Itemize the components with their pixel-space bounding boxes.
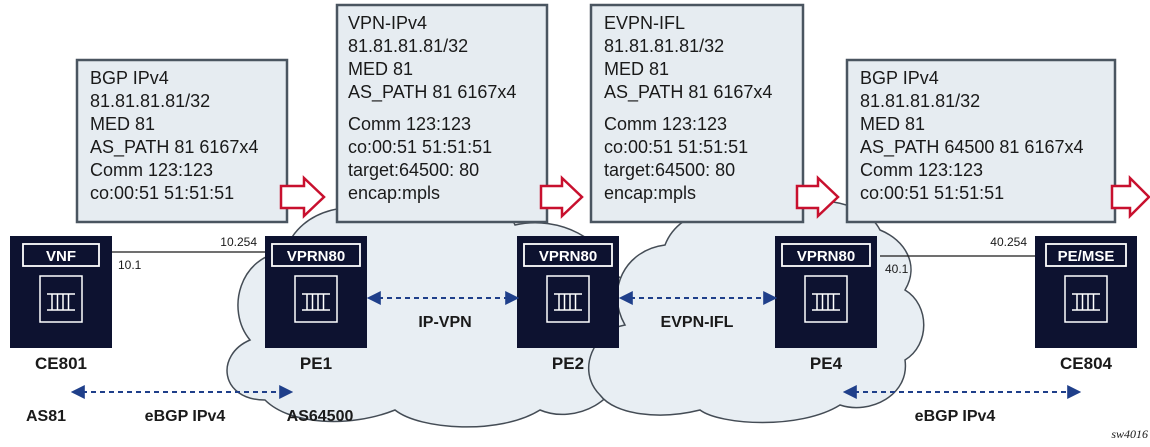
route-box-2 bbox=[335, 3, 549, 224]
node-pe2-name: PE2 bbox=[552, 354, 584, 373]
node-pe4-name: PE4 bbox=[810, 354, 843, 373]
box2-line-3: MED 81 bbox=[348, 59, 413, 79]
node-ce801-tag-label: VNF bbox=[46, 248, 76, 265]
box1-line-4: AS_PATH 81 6167x4 bbox=[90, 137, 258, 158]
route-box-4-text: BGP IPv4 81.81.81.81/32 MED 81 AS_PATH 6… bbox=[860, 68, 1084, 203]
box3-line-1: EVPN-IFL bbox=[604, 13, 685, 33]
flow-arrow-2-icon bbox=[539, 175, 584, 219]
route-box-4 bbox=[845, 58, 1117, 224]
box3-line-3: MED 81 bbox=[604, 59, 669, 79]
box3-line-8: encap:mpls bbox=[604, 183, 696, 203]
box3-line-5: Comm 123:123 bbox=[604, 114, 727, 134]
box3-line-4: AS_PATH 81 6167x4 bbox=[604, 82, 772, 103]
box4-line-2: 81.81.81.81/32 bbox=[860, 91, 980, 111]
node-ce804: PE/MSE bbox=[1035, 236, 1137, 348]
box4-line-1: BGP IPv4 bbox=[860, 68, 939, 88]
session-ebgp-right-label: eBGP IPv4 bbox=[915, 408, 996, 425]
box2-line-4: AS_PATH 81 6167x4 bbox=[348, 82, 516, 103]
node-pe2: VPRN80 bbox=[517, 236, 619, 348]
node-ce801-tag bbox=[22, 243, 100, 267]
box3-line-6: co:00:51 51:51:51 bbox=[604, 137, 748, 157]
box3-line-7: target:64500: 80 bbox=[604, 160, 735, 180]
router-icon bbox=[1064, 275, 1108, 323]
node-ce804-name: CE804 bbox=[1060, 354, 1113, 373]
box2-line-2: 81.81.81.81/32 bbox=[348, 36, 468, 56]
ip-label-ce804: 40.254 bbox=[990, 235, 1027, 249]
box3-line-2: 81.81.81.81/32 bbox=[604, 36, 724, 56]
router-icon bbox=[294, 275, 338, 323]
flow-arrow-1-icon bbox=[279, 175, 326, 219]
ip-label-pe1: 10.254 bbox=[220, 235, 257, 249]
node-pe4-tag-label: VPRN80 bbox=[797, 248, 855, 265]
node-pe2-tag bbox=[523, 243, 613, 267]
box1-line-2: 81.81.81.81/32 bbox=[90, 91, 210, 111]
flow-arrow-3-icon bbox=[795, 175, 840, 219]
route-box-1-text: BGP IPv4 81.81.81.81/32 MED 81 AS_PATH 8… bbox=[90, 68, 258, 203]
box1-line-1: BGP IPv4 bbox=[90, 68, 169, 88]
ip-label-ce801: 10.1 bbox=[118, 258, 142, 272]
node-ce804-tag-label: PE/MSE bbox=[1058, 248, 1115, 265]
node-pe2-tag-label: VPRN80 bbox=[539, 248, 597, 265]
route-box-1 bbox=[75, 58, 289, 224]
node-pe1-tag bbox=[271, 243, 361, 267]
node-ce801-name: CE801 bbox=[35, 354, 87, 373]
session-ebgp-left-label: eBGP IPv4 bbox=[145, 408, 226, 425]
node-pe4-tag bbox=[781, 243, 871, 267]
figure-id: sw4016 bbox=[1111, 427, 1148, 441]
node-ce801: VNF bbox=[10, 236, 112, 348]
as-label-81: AS81 bbox=[26, 408, 66, 425]
box2-line-6: co:00:51 51:51:51 bbox=[348, 137, 492, 157]
box4-line-3: MED 81 bbox=[860, 114, 925, 134]
route-box-3 bbox=[589, 3, 805, 224]
box2-line-5: Comm 123:123 bbox=[348, 114, 471, 134]
flow-arrow-4-icon bbox=[1110, 174, 1150, 220]
box1-line-3: MED 81 bbox=[90, 114, 155, 134]
router-icon bbox=[546, 275, 590, 323]
node-pe1-name: PE1 bbox=[300, 354, 332, 373]
box4-line-4: AS_PATH 64500 81 6167x4 bbox=[860, 137, 1084, 158]
box1-line-6: co:00:51 51:51:51 bbox=[90, 183, 234, 203]
route-box-3-text: EVPN-IFL 81.81.81.81/32 MED 81 AS_PATH 8… bbox=[604, 13, 772, 203]
router-icon bbox=[804, 275, 848, 323]
box2-line-8: encap:mpls bbox=[348, 183, 440, 203]
node-pe1-tag-label: VPRN80 bbox=[287, 248, 345, 265]
node-pe1: VPRN80 bbox=[265, 236, 367, 348]
box4-line-6: co:00:51 51:51:51 bbox=[860, 183, 1004, 203]
box2-line-7: target:64500: 80 bbox=[348, 160, 479, 180]
route-box-2-text: VPN-IPv4 81.81.81.81/32 MED 81 AS_PATH 8… bbox=[348, 13, 516, 203]
ip-label-pe4: 40.1 bbox=[885, 262, 909, 276]
router-icon bbox=[39, 275, 83, 323]
box1-line-5: Comm 123:123 bbox=[90, 160, 213, 180]
session-ip-vpn-label: IP-VPN bbox=[418, 314, 471, 331]
node-pe4: VPRN80 bbox=[775, 236, 877, 348]
as-label-64500: AS64500 bbox=[287, 408, 354, 425]
session-evpn-ifl-label: EVPN-IFL bbox=[661, 314, 734, 331]
node-ce804-tag bbox=[1045, 243, 1127, 267]
box4-line-5: Comm 123:123 bbox=[860, 160, 983, 180]
box2-line-1: VPN-IPv4 bbox=[348, 13, 427, 33]
